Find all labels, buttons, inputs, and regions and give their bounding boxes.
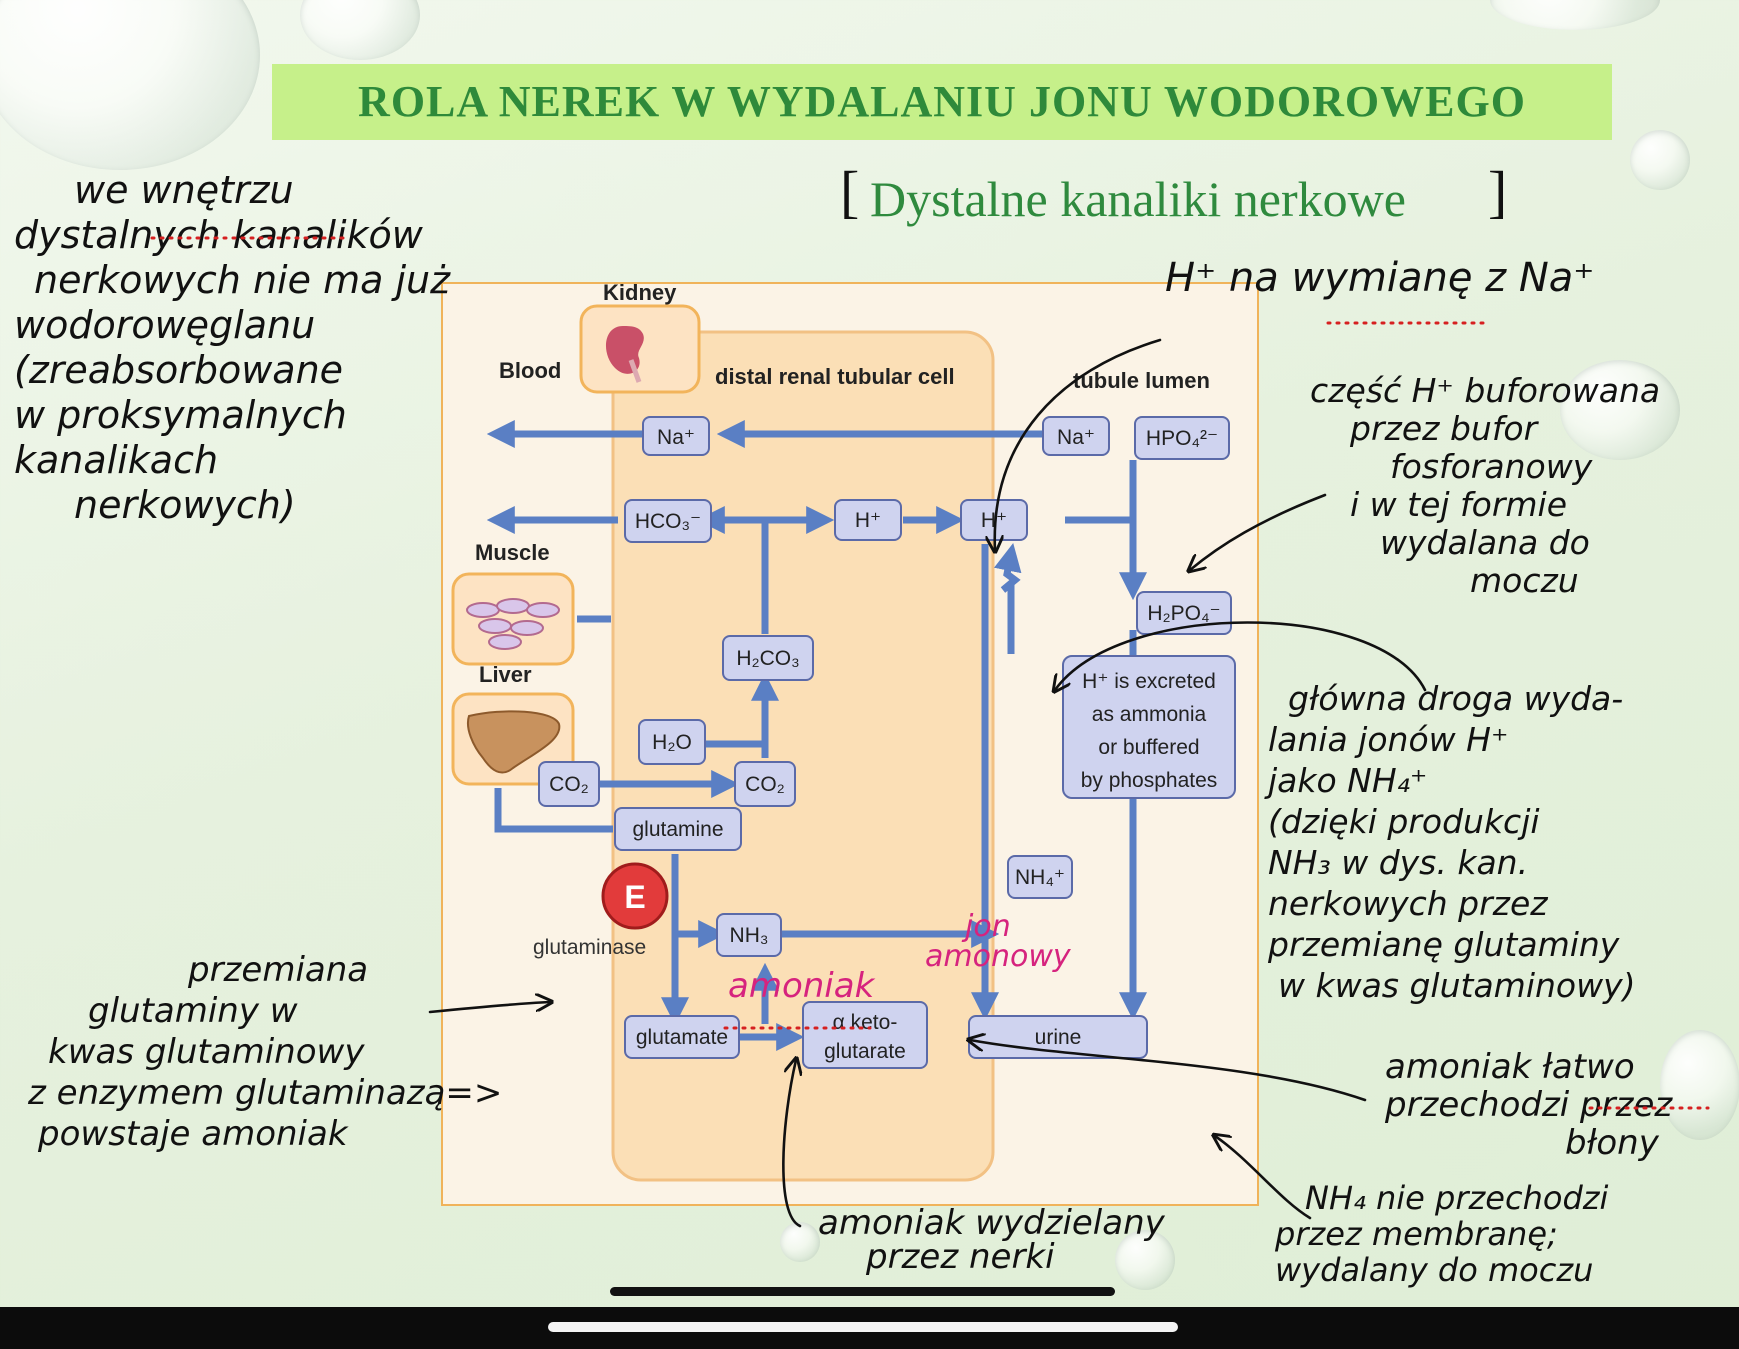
home-indicator[interactable] — [548, 1322, 1178, 1332]
svg-text:HCO₃⁻: HCO₃⁻ — [635, 510, 701, 533]
bracket-left: [ — [840, 159, 860, 224]
box-hco3: HCO₃⁻ — [624, 499, 712, 543]
svg-text:glutarate: glutarate — [824, 1040, 906, 1063]
note-membrane: amoniak łatwo przechodzi przez błony — [1385, 1047, 1673, 1163]
box-h2co3: H₂CO₃ — [722, 635, 814, 681]
svg-text:H⁺ is excreted: H⁺ is excreted — [1082, 670, 1216, 693]
box-excretion: H⁺ is excreted as ammonia or buffered by… — [1062, 655, 1236, 799]
box-na-blood: Na⁺ — [642, 416, 710, 456]
label-muscle: Muscle — [475, 540, 550, 565]
svg-text:CO₂: CO₂ — [549, 773, 589, 796]
water-droplet — [1115, 1230, 1175, 1290]
svg-text:CO₂: CO₂ — [745, 773, 785, 796]
svg-text:E: E — [624, 879, 645, 915]
diagram-panel: .box{fill:#cfd3ef;stroke:#5b6aa8;stroke-… — [441, 282, 1259, 1206]
label-liver: Liver — [479, 662, 532, 687]
svg-text:as ammonia: as ammonia — [1092, 703, 1207, 726]
water-droplet — [1660, 1030, 1739, 1140]
label-glutaminase: glutaminase — [533, 936, 646, 959]
cell-area — [611, 330, 995, 1182]
svg-text:H⁺: H⁺ — [981, 509, 1007, 532]
renal-diagram: .box{fill:#cfd3ef;stroke:#5b6aa8;stroke-… — [451, 284, 1236, 1182]
svg-text:NH₄⁺: NH₄⁺ — [1015, 866, 1065, 889]
label-lumen: tubule lumen — [1073, 368, 1210, 393]
svg-text:glutamine: glutamine — [632, 818, 723, 841]
box-co2-right: CO₂ — [734, 761, 796, 807]
box-glutamate: glutamate — [624, 1015, 740, 1059]
svg-text:by phosphates: by phosphates — [1081, 769, 1218, 792]
slide-subtitle: Dystalne kanaliki nerkowe — [870, 171, 1406, 227]
note-phosphate-buffer: część H⁺ buforowana przez bufor fosforan… — [1310, 371, 1661, 600]
box-nh3: NH₃ — [716, 913, 782, 957]
svg-text:α keto-: α keto- — [833, 1011, 898, 1034]
box-glutamine: glutamine — [614, 807, 742, 851]
note-h-exchange: H⁺ na wymianę z Na⁺ — [1165, 255, 1595, 301]
svg-text:Na⁺: Na⁺ — [657, 426, 695, 449]
label-kidney: Kidney — [603, 284, 677, 305]
muscle-icon-box — [451, 572, 575, 666]
svg-text:H₂O: H₂O — [652, 731, 692, 754]
muscle-cells-icon — [466, 598, 560, 650]
svg-text:Na⁺: Na⁺ — [1057, 426, 1095, 449]
water-droplet — [1560, 360, 1680, 460]
note-jon-amonowy: jon amonowy — [925, 909, 1071, 974]
water-droplet — [300, 0, 420, 60]
svg-text:H₂PO₄⁻: H₂PO₄⁻ — [1147, 602, 1220, 625]
water-droplet — [780, 1222, 820, 1262]
svg-text:HPO₄²⁻: HPO₄²⁻ — [1146, 427, 1218, 450]
box-h2po4: H₂PO₄⁻ — [1136, 591, 1232, 635]
box-urine: urine — [968, 1015, 1148, 1059]
box-h2o: H₂O — [638, 719, 706, 765]
label-blood: Blood — [499, 358, 561, 383]
note-kidney-secretion: amoniak wydzielany przez nerki — [818, 1203, 1165, 1277]
box-na-lumen: Na⁺ — [1042, 416, 1110, 456]
box-nh4: NH₄⁺ — [1007, 855, 1073, 899]
bracket-right: ] — [1488, 159, 1508, 224]
svg-text:H₂CO₃: H₂CO₃ — [736, 647, 799, 670]
svg-text:or buffered: or buffered — [1098, 736, 1199, 759]
svg-text:NH₃: NH₃ — [730, 924, 769, 947]
kidney-ureter — [628, 359, 642, 383]
liver-icon — [467, 710, 561, 774]
kidney-icon — [605, 326, 644, 374]
box-ketoglutarate: α keto- glutarate — [802, 1001, 928, 1069]
glutaminase-enzyme-icon: E — [601, 862, 669, 930]
svg-text:urine: urine — [1035, 1026, 1082, 1049]
box-h-lumen: H⁺ — [960, 499, 1028, 541]
water-droplet — [1490, 0, 1660, 30]
box-co2-left: CO₂ — [538, 761, 600, 807]
note-main-route: główna droga wyda- lania jonów H⁺ jako N… — [1268, 679, 1636, 1005]
kidney-icon-box — [579, 304, 701, 394]
note-left-top: we wnętrzu dystalnych kanalików nerkowyc… — [14, 168, 451, 527]
label-cell: distal renal tubular cell — [715, 364, 955, 389]
svg-text:glutamate: glutamate — [636, 1026, 728, 1049]
svg-text:H⁺: H⁺ — [855, 509, 881, 532]
box-h-cell: H⁺ — [834, 499, 902, 541]
note-glutamine-conversion: przemiana glutaminy w kwas glutaminowy z… — [28, 950, 503, 1154]
note-nh4: NH₄ nie przechodzi przez membranę; wydal… — [1275, 1179, 1609, 1289]
water-droplet — [1630, 130, 1690, 190]
note-amoniak: amoniak — [728, 966, 875, 1006]
water-droplet — [0, 0, 260, 170]
slide-title: ROLA NEREK W WYDALANIU JONU WODOROWEGO — [272, 64, 1612, 140]
box-hpo4: HPO₄²⁻ — [1134, 416, 1230, 460]
scroll-indicator[interactable] — [610, 1287, 1115, 1296]
